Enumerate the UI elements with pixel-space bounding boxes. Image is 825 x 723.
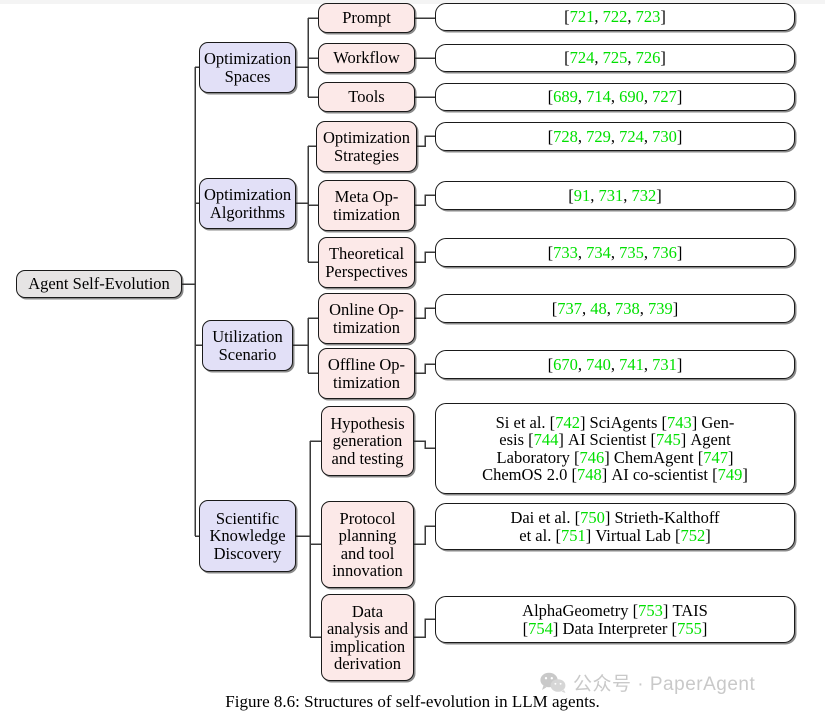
citation-box-data-analysis-and-implication-derivation[interactable]: AlphaGeometry [753] TAIS[754] Data Inter… bbox=[435, 596, 795, 643]
citation-list: [733, 734, 735, 736] bbox=[547, 242, 683, 262]
citation-list: [91, 731, 732] bbox=[568, 185, 662, 205]
node-offline-optimization[interactable]: Offline Op- timization bbox=[318, 348, 415, 399]
node-label: Hypothesis generation and testing bbox=[330, 414, 405, 468]
citation-list: [721, 722, 723] bbox=[564, 7, 666, 27]
node-theoretical-perspectives[interactable]: Theoretical Perspectives bbox=[318, 237, 415, 288]
node-agent-self-evolution[interactable]: Agent Self-Evolution bbox=[16, 270, 182, 298]
figure-caption: Figure 8.6: Structures of self-evolution… bbox=[225, 692, 600, 711]
node-optimization-strategies[interactable]: Optimization Strategies bbox=[316, 121, 417, 172]
node-utilization-scenario[interactable]: Utilization Scenario bbox=[202, 320, 293, 371]
citation-box-online-optimization[interactable]: [737, 48, 738, 739] bbox=[435, 294, 795, 323]
node-tools[interactable]: Tools bbox=[318, 82, 415, 112]
node-label: Scientific Knowledge Discovery bbox=[209, 509, 286, 563]
citation-box-tools[interactable]: [689, 714, 690, 727] bbox=[435, 83, 795, 111]
node-scientific-knowledge-discovery[interactable]: Scientific Knowledge Discovery bbox=[199, 500, 296, 572]
citation-rich-text: AlphaGeometry [753] TAIS[754] Data Inter… bbox=[522, 601, 708, 638]
node-workflow[interactable]: Workflow bbox=[318, 43, 415, 73]
node-label: Utilization Scenario bbox=[212, 327, 283, 364]
node-label: Prompt bbox=[342, 8, 391, 28]
tree-connector-lines bbox=[182, 17, 435, 638]
node-optimization-algorithms[interactable]: Optimization Algorithms bbox=[199, 178, 296, 229]
node-label: Meta Op- timization bbox=[333, 187, 400, 224]
node-label: Optimization Spaces bbox=[204, 49, 292, 86]
node-protocol-planning-and-tool-innovation[interactable]: Protocol planning and tool innovation bbox=[321, 501, 414, 588]
node-label: Agent Self-Evolution bbox=[28, 274, 170, 294]
citation-box-workflow[interactable]: [724, 725, 726] bbox=[435, 44, 795, 72]
citation-box-offline-optimization[interactable]: [670, 740, 741, 731] bbox=[435, 350, 795, 379]
node-label: Data analysis and implication derivation bbox=[326, 602, 409, 673]
top-edge-strip bbox=[0, 0, 825, 4]
citation-list: [728, 729, 724, 730] bbox=[547, 126, 683, 146]
citation-box-hypothesis-generation-and-testing[interactable]: Si et al. [742] SciAgents [743] Gen-esis… bbox=[435, 403, 795, 494]
citation-list: [670, 740, 741, 731] bbox=[547, 354, 683, 374]
citation-list: [689, 714, 690, 727] bbox=[547, 87, 683, 107]
node-hypothesis-generation-and-testing[interactable]: Hypothesis generation and testing bbox=[321, 406, 414, 476]
citation-box-prompt[interactable]: [721, 722, 723] bbox=[435, 3, 795, 31]
node-data-analysis-and-implication-derivation[interactable]: Data analysis and implication derivation bbox=[321, 594, 414, 681]
node-label: Protocol planning and tool innovation bbox=[332, 509, 403, 580]
citation-list: [737, 48, 738, 739] bbox=[551, 298, 679, 318]
node-label: Theoretical Perspectives bbox=[325, 244, 408, 281]
citation-list: [724, 725, 726] bbox=[564, 48, 666, 68]
node-label: Online Op- timization bbox=[329, 300, 404, 337]
node-prompt[interactable]: Prompt bbox=[318, 3, 415, 33]
node-optimization-spaces[interactable]: Optimization Spaces bbox=[199, 42, 296, 93]
node-label: Optimization Strategies bbox=[322, 128, 411, 165]
node-label: Workflow bbox=[333, 48, 400, 68]
citation-box-theoretical-perspectives[interactable]: [733, 734, 735, 736] bbox=[435, 238, 795, 267]
citation-box-meta-optimization[interactable]: [91, 731, 732] bbox=[435, 181, 795, 210]
node-online-optimization[interactable]: Online Op- timization bbox=[318, 293, 415, 344]
citation-rich-text: Si et al. [742] SciAgents [743] Gen-esis… bbox=[482, 413, 748, 484]
node-meta-optimization[interactable]: Meta Op- timization bbox=[318, 180, 415, 231]
citation-box-optimization-strategies[interactable]: [728, 729, 724, 730] bbox=[435, 122, 795, 151]
node-label: Optimization Algorithms bbox=[204, 185, 292, 222]
node-label: Tools bbox=[348, 87, 385, 107]
node-label: Offline Op- timization bbox=[327, 355, 406, 392]
